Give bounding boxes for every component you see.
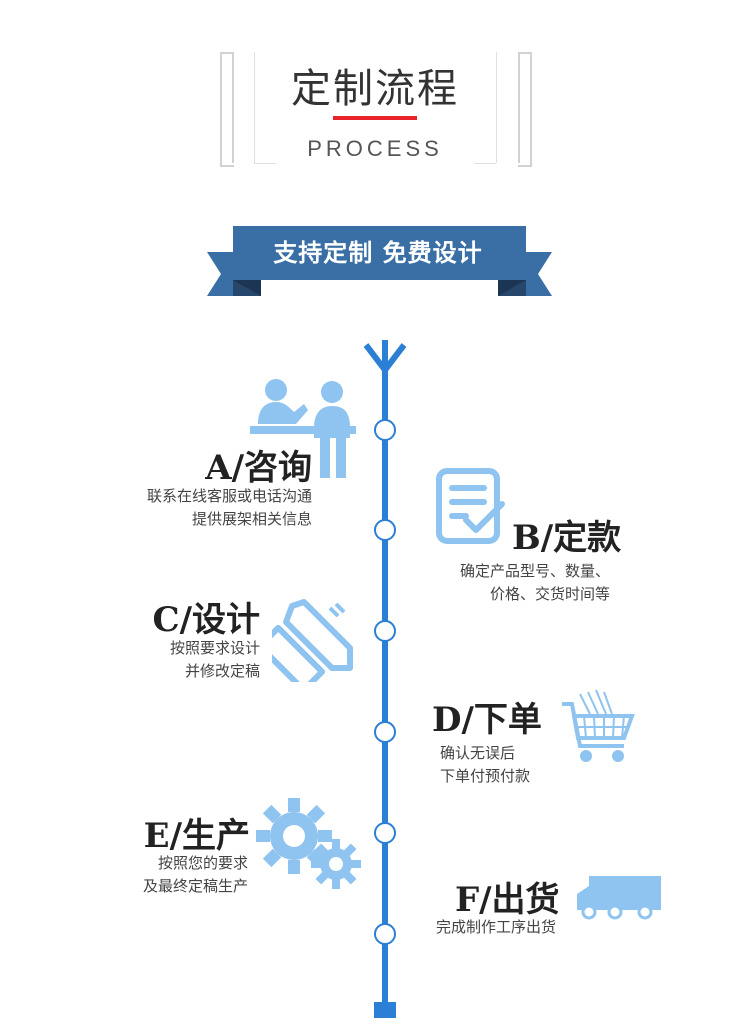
ribbon-banner xyxy=(207,226,552,296)
document-check-icon xyxy=(436,468,505,544)
step-a-desc-line-1: 联系在线客服或电话沟通 xyxy=(146,487,312,505)
title-bracket-left-inner xyxy=(232,52,242,163)
step-d-desc-line-1: 确认无误后 xyxy=(440,744,516,762)
step-e-desc-line-1: 按照您的要求 xyxy=(157,854,248,872)
title-frame-line-right xyxy=(496,52,497,163)
shopping-cart-icon xyxy=(562,689,635,762)
step-e-desc-line-2: 及最终定稿生产 xyxy=(142,877,248,895)
step-c-desc-line-1: 按照要求设计 xyxy=(169,639,260,657)
step-e-title: E/生产 xyxy=(143,816,250,856)
step-c-title: C/设计 xyxy=(152,600,260,640)
timeline xyxy=(363,340,407,1018)
title-bracket-left xyxy=(220,52,234,167)
step-b-desc: 确定产品型号、数量、 价格、交货时间等 xyxy=(420,560,610,606)
title-underline xyxy=(333,116,417,120)
step-f-desc-line-1: 完成制作工序出货 xyxy=(436,918,557,936)
step-d-desc: 确认无误后 下单付预付款 xyxy=(440,742,590,788)
page-title: 定制流程 xyxy=(291,66,459,112)
title-bracket-right-inner xyxy=(510,52,520,163)
step-d-title: D/下单 xyxy=(432,700,542,740)
banner-text: 支持定制 免费设计 xyxy=(273,239,483,267)
step-a-desc-line-2: 提供展架相关信息 xyxy=(191,510,312,528)
step-b-desc-line-1: 确定产品型号、数量、 xyxy=(459,562,610,580)
step-b-desc-line-2: 价格、交货时间等 xyxy=(489,585,610,603)
title-bracket-right xyxy=(518,52,532,167)
step-f-title: F/出货 xyxy=(455,880,560,920)
step-e-desc: 按照您的要求 及最终定稿生产 xyxy=(98,852,248,898)
consult-icon xyxy=(250,379,356,478)
step-c-desc: 按照要求设计 并修改定稿 xyxy=(110,637,260,683)
step-f-desc: 完成制作工序出货 xyxy=(436,916,606,939)
design-tools-icon xyxy=(272,599,353,682)
step-a-desc: 联系在线客服或电话沟通 提供展架相关信息 xyxy=(100,485,312,531)
title-frame-corner-left xyxy=(254,163,276,164)
step-b-title: B/定款 xyxy=(512,518,622,558)
gears-icon xyxy=(256,798,361,889)
step-c-desc-line-2: 并修改定稿 xyxy=(184,662,260,680)
step-a-title: A/咨询 xyxy=(205,448,312,488)
title-frame-line-left xyxy=(254,52,255,163)
step-d-desc-line-2: 下单付预付款 xyxy=(440,767,531,785)
delivery-truck-icon xyxy=(577,876,661,920)
title-frame-corner-right xyxy=(474,163,496,164)
page-subtitle: PROCESS xyxy=(307,136,443,161)
